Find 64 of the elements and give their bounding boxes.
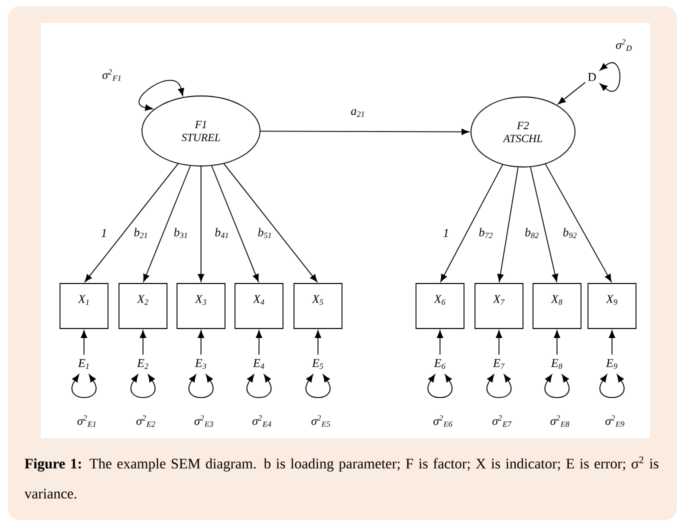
edge-label: σ$^{2}$E6 [432,414,454,428]
arrow [436,330,444,356]
indicator-box: X$_{6}$ [416,283,464,329]
edge-label: σ$^{2}$E3 [193,414,215,428]
loop-arrow [188,374,214,398]
variable-label: E$_{6}$ [434,359,446,369]
indicator-box: X$_{7}$ [474,283,524,329]
arrow [554,330,560,356]
variable-label: D [588,73,596,81]
loop-arrow [600,62,620,92]
arrow [314,330,322,356]
arrow [198,330,204,356]
variable-label: E$_{3}$ [194,359,206,369]
edge-label: σ$^{2}$E2 [135,414,157,428]
edge-label: 1 [442,228,450,238]
arrow [198,166,204,282]
loop-arrow [306,374,330,398]
edge-label: σ$^{2}$E7 [491,414,513,428]
arrow [530,166,558,282]
arrow [558,82,586,104]
loop-arrow [130,374,156,398]
edge-label: σ$^{2}$F1 [101,68,123,82]
variable-label: E$_{9}$ [606,359,618,369]
loop-arrow [428,374,452,398]
loop-arrow [600,374,624,398]
indicator-box: X$_{4}$ [234,283,284,329]
edge-label: σ$^{2}$E8 [549,414,571,428]
arrow [140,330,146,356]
edge-label: σ$^{2}$E4 [251,414,273,428]
indicator-box: X$_{2}$ [118,283,168,329]
variable-label: E$_{2}$ [136,359,148,369]
arrow [260,128,470,135]
loop-arrow [138,80,184,111]
variable-label: E$_{5}$ [312,359,324,369]
arrow [256,330,262,356]
variable-label: E$_{7}$ [492,359,505,369]
arrow [80,330,88,356]
variable-label: E$_{1}$ [78,359,89,369]
arrow [84,163,179,282]
edge-label: σ$^{2}$E9 [604,414,626,428]
arrow [497,166,518,282]
arrow [223,163,318,282]
indicator-box: X$_{8}$ [532,283,582,329]
indicator-box: X$_{1}$ [60,283,108,329]
arrow [143,165,191,282]
loop-arrow [72,374,96,398]
edge-label: σ$^{2}$D [614,38,634,52]
indicator-box: X$_{3}$ [176,283,226,329]
loop-arrow [246,374,272,398]
arrow [544,164,612,282]
indicator-box: X$_{9}$ [588,283,636,329]
arrow [440,164,504,282]
variable-label: E$_{4}$ [252,359,264,369]
arrow [211,165,259,282]
edge-label: σ$^{2}$E5 [310,414,332,428]
edge-label: 1 [100,228,108,238]
indicator-box: X$_{5}$ [294,283,342,329]
loop-arrow [544,374,570,398]
variable-label: E$_{8}$ [550,359,562,369]
figure-caption: Figure 1: The example SEM diagram. b is loading parameter; F is factor; X is indicator; E is error; σ$^{2}$ is variance. [24,456,658,499]
loop-arrow [486,374,512,398]
arrow [496,330,502,356]
edge-label: σ$^{2}$E1 [76,414,98,428]
arrow [608,330,616,356]
